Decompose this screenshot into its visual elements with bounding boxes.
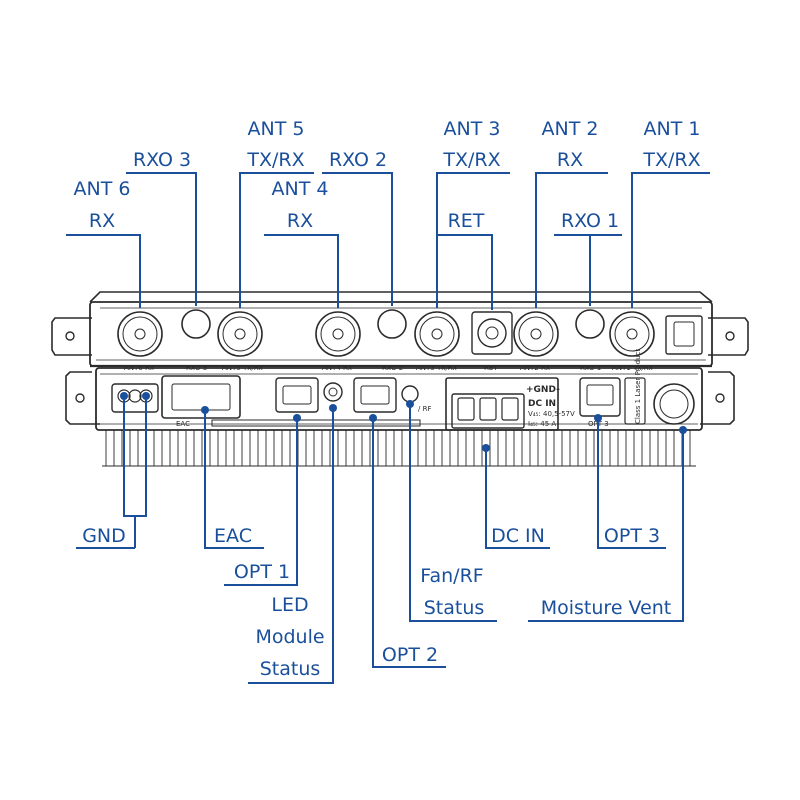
leader-vent <box>528 430 684 622</box>
callout-rxo1: RXO 1 <box>561 210 619 232</box>
callout-rxo2: RXO 2 <box>329 149 387 171</box>
callout-rxo3: RXO 3 <box>133 149 191 171</box>
callout-ret: RET <box>448 210 485 232</box>
marking-product-class: Class 1 Laser Product <box>634 349 642 424</box>
leader-rxo2 <box>322 172 393 306</box>
leader-rxo1 <box>554 234 622 306</box>
callout-led-line2: Module <box>255 626 324 648</box>
marking-ant2: ANT2 Rx <box>520 364 550 372</box>
callout-ant2-line2: RX <box>557 149 583 171</box>
callout-led-line1: LED <box>271 594 308 616</box>
leader-ant5 <box>239 172 314 308</box>
callout-ant3-line1: ANT 3 <box>444 118 501 140</box>
marking-dc-current: I₄₅: 45 A <box>528 420 556 428</box>
callout-ant5-line2: TX/RX <box>246 149 304 171</box>
marking-dc-header: +GND- <box>526 385 560 395</box>
lower-panel-features <box>111 375 695 431</box>
leader-rxo3 <box>126 172 197 306</box>
leader-dcin <box>485 448 550 549</box>
callout-ant2-line1: ANT 2 <box>542 118 599 140</box>
callout-ant6-line1: ANT 6 <box>74 178 131 200</box>
marking-rxo2: RxO 2 <box>382 364 403 372</box>
marking-ant6: ANT6 Rx <box>124 364 154 372</box>
device-markings: ANT6 Rx RxO 3 ANT5 Tx/Rx ANT4 Rx RxO 2 A… <box>124 349 653 428</box>
callout-eac: EAC <box>214 525 252 547</box>
callout-ant5-line1: ANT 5 <box>248 118 305 140</box>
callout-ant4-line1: ANT 4 <box>272 178 329 200</box>
marking-ret: RET <box>484 364 498 372</box>
marking-rxo3: RxO 3 <box>186 364 207 372</box>
callout-vent: Moisture Vent <box>541 597 672 619</box>
callout-ant1-line2: TX/RX <box>642 149 700 171</box>
callout-opt1: OPT 1 <box>234 561 290 583</box>
callout-gnd: GND <box>82 525 126 547</box>
marking-dc-title: DC IN <box>528 399 556 409</box>
marking-dc-voltage: V₄₅: 40,5-57V <box>528 410 575 418</box>
callout-fan-line2: Status <box>424 597 485 619</box>
marking-rxo1: RxO 1 <box>580 364 601 372</box>
leader-opt3 <box>597 418 666 549</box>
leader-led <box>248 408 334 684</box>
marking-ant4: ANT4 Rx <box>322 364 352 372</box>
leader-fan <box>409 404 497 622</box>
leader-ant1 <box>631 172 710 308</box>
leader-ret <box>436 234 493 310</box>
marking-ant5: ANT5 Tx/Rx <box>222 364 263 372</box>
leader-gnd <box>76 396 147 549</box>
callout-ant3-line2: TX/RX <box>442 149 500 171</box>
callout-dcin: DC IN <box>491 525 545 547</box>
callout-opt3: OPT 3 <box>604 525 660 547</box>
leader-ant2 <box>535 172 608 308</box>
marking-eac: EAC <box>176 420 190 428</box>
marking-ant3: ANT3 Tx/Rx <box>416 364 457 372</box>
marking-fan: / RF <box>418 405 431 413</box>
callout-fan-line1: Fan/RF <box>420 565 483 587</box>
heat-sink-fins <box>102 430 696 467</box>
leader-opt2 <box>372 418 446 668</box>
callout-led-line3: Status <box>260 658 321 680</box>
leader-ant3 <box>436 172 510 308</box>
leader-eac <box>204 410 264 549</box>
marking-ant1: ANT1 Tx/Rx <box>612 364 653 372</box>
leader-ant4 <box>264 234 339 308</box>
radio-unit-drawing <box>51 291 749 467</box>
callout-ant6-line2: RX <box>89 210 115 232</box>
callout-opt2: OPT 2 <box>382 644 438 666</box>
callout-ant4-line2: RX <box>287 210 313 232</box>
antenna-connectors <box>117 309 703 357</box>
bottom-callouts: GND EAC OPT 1 LED Module Status OPT 2 Fa… <box>76 392 687 684</box>
leader-ant6 <box>66 234 141 308</box>
top-callouts: ANT 6 RX RXO 3 ANT 5 TX/RX ANT 4 RX RXO … <box>66 118 710 310</box>
leader-opt1 <box>224 418 298 586</box>
callout-ant1-line1: ANT 1 <box>644 118 701 140</box>
